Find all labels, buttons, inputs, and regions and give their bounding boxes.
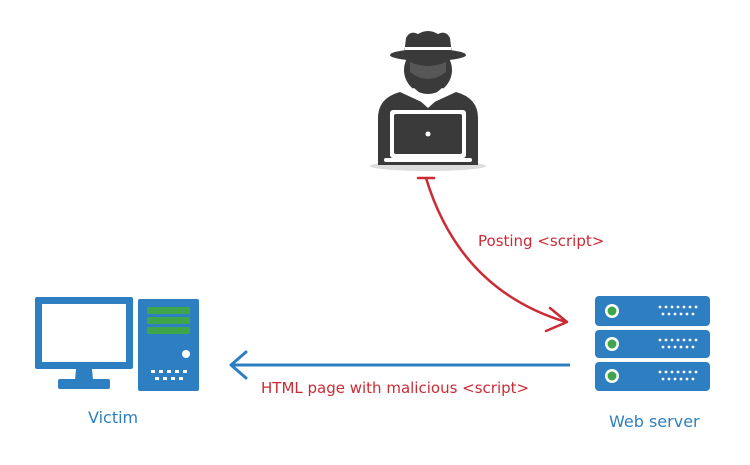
attack-arrowhead — [544, 306, 569, 333]
hacker-face — [410, 62, 446, 79]
hacker-hat-band — [405, 47, 451, 50]
desktop-computer-icon — [35, 297, 199, 391]
laptop-logo — [425, 131, 431, 137]
tower-vents — [151, 370, 187, 380]
attack-arrow — [416, 176, 569, 333]
server-rack-icon — [595, 296, 710, 391]
monitor-base — [58, 379, 110, 389]
hacker-icon — [370, 31, 486, 171]
server-unit-2 — [595, 330, 710, 358]
victim-label: Victim — [88, 408, 139, 427]
monitor-screen — [42, 304, 126, 362]
server-label: Web server — [609, 412, 700, 431]
tower-bay-2 — [147, 317, 190, 324]
response-arrowhead — [229, 350, 248, 380]
hacker-collar — [408, 88, 448, 108]
response-label: HTML page with malicious <script> — [261, 379, 530, 397]
attack-arrow-path — [424, 177, 567, 324]
tower-power-button — [182, 350, 190, 358]
server-unit-1 — [595, 296, 710, 326]
attack-label: Posting <script> — [478, 232, 605, 250]
hacker-hat-crown — [404, 31, 452, 55]
tower-bay-1 — [147, 307, 190, 314]
tower-bay-3 — [147, 327, 190, 334]
monitor-stand — [75, 369, 93, 380]
laptop-base — [384, 158, 472, 162]
response-arrow — [229, 350, 570, 380]
server-unit-3 — [595, 362, 710, 391]
